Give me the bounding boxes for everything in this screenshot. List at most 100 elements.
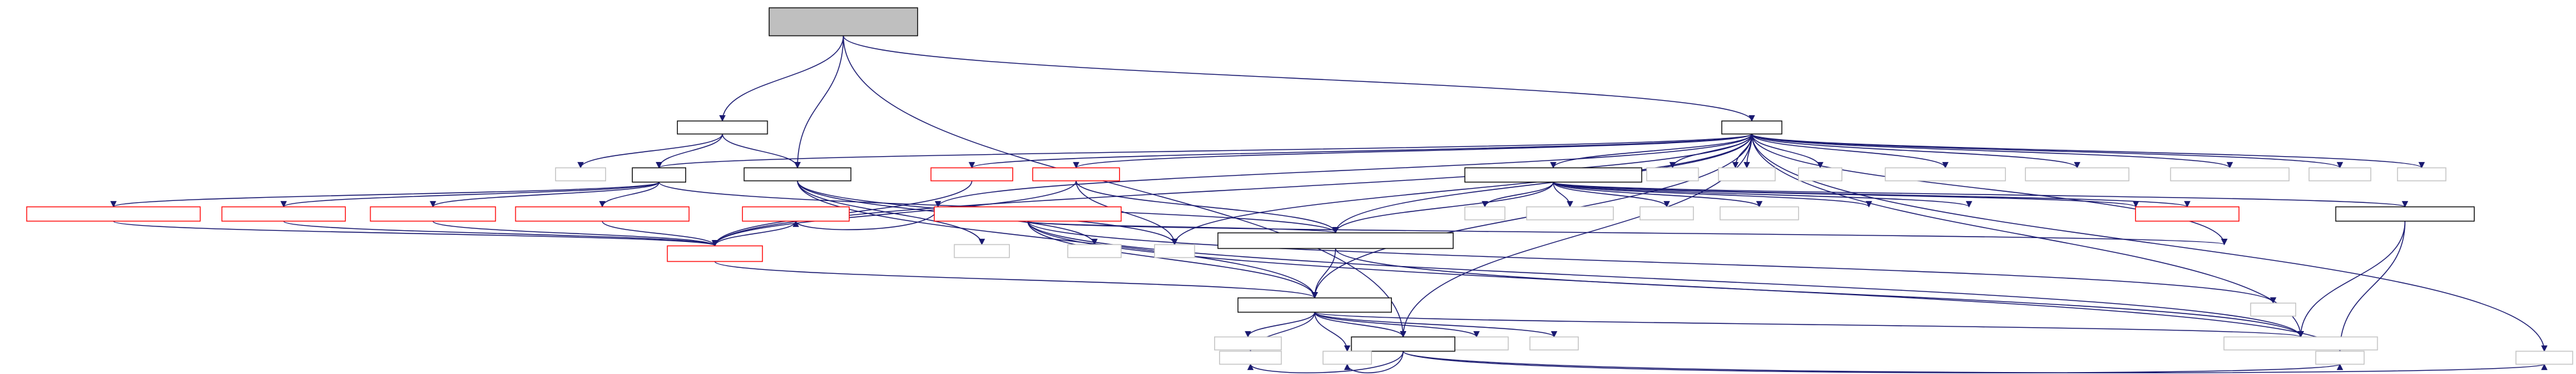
graph-node-r2[interactable] bbox=[1032, 167, 1120, 181]
graph-node-n8[interactable] bbox=[1237, 297, 1392, 313]
edge-n6-n7 bbox=[1332, 181, 1554, 234]
node-box-g18 bbox=[954, 244, 1010, 258]
edge-n2-g20 bbox=[1171, 133, 1752, 245]
edge-n6-g15 bbox=[1553, 181, 1872, 207]
graph-node-g7[interactable] bbox=[2170, 167, 2290, 181]
node-box-r1 bbox=[930, 167, 1014, 181]
node-box-g2 bbox=[1646, 167, 1699, 181]
edge-n2-g4 bbox=[1751, 133, 1823, 168]
edge-n10-g29 bbox=[1402, 351, 2343, 373]
graph-node-r7[interactable] bbox=[667, 245, 763, 262]
graph-node-r10[interactable] bbox=[934, 206, 1122, 222]
graph-node-g25[interactable] bbox=[1219, 351, 1282, 365]
node-box-g11 bbox=[1464, 206, 1506, 220]
graph-node-root[interactable] bbox=[768, 7, 919, 36]
node-box-r7 bbox=[667, 245, 763, 262]
edge-r2-g20 bbox=[1075, 180, 1178, 245]
edge-n2-r2 bbox=[1073, 133, 1752, 168]
edge-n2-r1 bbox=[969, 133, 1752, 168]
node-box-g24 bbox=[1529, 336, 1579, 351]
graph-node-n7[interactable] bbox=[1217, 232, 1454, 249]
graph-node-g24[interactable] bbox=[1529, 336, 1579, 351]
edge-r6-r7 bbox=[602, 220, 718, 247]
edge-root-n10 bbox=[842, 35, 1407, 338]
graph-node-g8[interactable] bbox=[2308, 167, 2372, 181]
graph-node-n9[interactable] bbox=[2335, 206, 2475, 222]
graph-node-n2[interactable] bbox=[1721, 120, 1782, 135]
edge-n3-r4 bbox=[281, 181, 660, 207]
node-box-g13 bbox=[1639, 206, 1694, 220]
edge-r3-r7 bbox=[113, 220, 718, 247]
graph-node-g4[interactable] bbox=[1798, 167, 1843, 181]
edge-n9-g29 bbox=[2336, 220, 2406, 352]
edge-n8-g22 bbox=[1245, 312, 1316, 338]
graph-node-g6[interactable] bbox=[2025, 167, 2129, 181]
graph-node-r6[interactable] bbox=[515, 206, 690, 222]
node-box-g29 bbox=[2315, 351, 2365, 365]
edge-n10-g25 bbox=[1247, 351, 1404, 373]
node-box-n10 bbox=[1351, 336, 1456, 352]
graph-node-g27[interactable] bbox=[1322, 351, 1372, 365]
graph-node-g26[interactable] bbox=[2223, 336, 2378, 351]
edge-r10-g21 bbox=[1027, 220, 2227, 245]
graph-node-r8[interactable] bbox=[741, 206, 850, 222]
edge-n6-n9 bbox=[1553, 181, 2408, 207]
node-box-r9 bbox=[2135, 206, 2239, 222]
edge-n2-n10 bbox=[1400, 133, 1752, 338]
graph-node-n6[interactable] bbox=[1464, 167, 1642, 183]
graph-node-g2[interactable] bbox=[1646, 167, 1699, 181]
node-box-r10 bbox=[934, 206, 1122, 222]
graph-node-n1[interactable] bbox=[676, 120, 768, 135]
graph-node-g5[interactable] bbox=[1885, 167, 2006, 181]
graph-node-g30[interactable] bbox=[2515, 351, 2573, 365]
node-box-n8 bbox=[1237, 297, 1392, 313]
edge-n1-g1 bbox=[577, 133, 723, 168]
graph-node-g19[interactable] bbox=[1067, 244, 1122, 258]
edge-n6-g13 bbox=[1553, 181, 1670, 207]
graph-node-r5[interactable] bbox=[370, 206, 496, 222]
node-box-r2 bbox=[1032, 167, 1120, 181]
node-box-n7 bbox=[1217, 232, 1454, 249]
edge-layer bbox=[110, 35, 2548, 373]
edge-n2-n3 bbox=[656, 133, 1752, 168]
edge-n2-g8 bbox=[1751, 133, 2343, 168]
node-box-g1 bbox=[555, 167, 606, 181]
node-box-n1 bbox=[676, 120, 768, 135]
edge-n1-n3 bbox=[656, 133, 723, 168]
edge-root-n4 bbox=[794, 35, 844, 168]
graph-node-n4[interactable] bbox=[743, 167, 852, 181]
edge-n2-g26 bbox=[1751, 133, 2304, 338]
edge-n6-g16 bbox=[1553, 181, 1973, 207]
node-box-n4 bbox=[743, 167, 852, 181]
graph-node-g20[interactable] bbox=[1154, 244, 1195, 258]
graph-node-g12[interactable] bbox=[1526, 206, 1614, 220]
edge-r8-r7 bbox=[712, 220, 797, 247]
graph-node-n3[interactable] bbox=[631, 167, 686, 183]
graph-node-g29[interactable] bbox=[2315, 351, 2365, 365]
graph-node-g13[interactable] bbox=[1639, 206, 1694, 220]
graph-node-g3[interactable] bbox=[1718, 167, 1776, 181]
graph-node-g18[interactable] bbox=[954, 244, 1010, 258]
edge-n6-g11 bbox=[1482, 181, 1554, 207]
edge-n5-r8 bbox=[792, 207, 939, 230]
node-box-n3 bbox=[631, 167, 686, 183]
graph-node-g1[interactable] bbox=[555, 167, 606, 181]
node-box-g27 bbox=[1322, 351, 1372, 365]
graph-node-g28[interactable] bbox=[2250, 302, 2297, 317]
graph-node-r1[interactable] bbox=[930, 167, 1014, 181]
graph-node-g22[interactable] bbox=[1214, 336, 1282, 351]
node-box-g14 bbox=[1719, 206, 1799, 220]
graph-node-g9[interactable] bbox=[2397, 167, 2446, 181]
graph-node-r4[interactable] bbox=[221, 206, 346, 222]
graph-node-g11[interactable] bbox=[1464, 206, 1506, 220]
graph-node-r3[interactable] bbox=[26, 206, 201, 222]
graph-node-r9[interactable] bbox=[2135, 206, 2239, 222]
edge-r7-n8 bbox=[714, 261, 1318, 299]
graph-node-n10[interactable] bbox=[1351, 336, 1456, 352]
edge-n6-r9 bbox=[1553, 181, 2191, 207]
edge-n2-n5 bbox=[935, 133, 1752, 207]
edge-n2-n6 bbox=[1550, 133, 1752, 168]
node-box-n6 bbox=[1464, 167, 1642, 183]
graph-node-g14[interactable] bbox=[1719, 206, 1799, 220]
